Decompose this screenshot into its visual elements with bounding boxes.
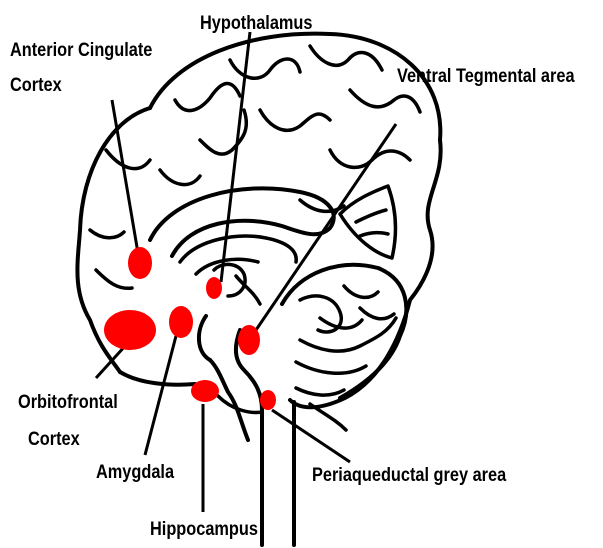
region-hypothalamus xyxy=(206,277,222,299)
label-anterior-cingulate-line2: Cortex xyxy=(10,74,62,95)
label-periaqueductal-grey: Periaqueductal grey area xyxy=(312,464,506,485)
region-amygdala xyxy=(169,306,193,338)
leader-pag xyxy=(272,410,350,462)
label-hypothalamus: Hypothalamus xyxy=(200,12,313,33)
region-orbitofrontal xyxy=(104,310,156,350)
label-anterior-cingulate-line1: Anterior Cingulate xyxy=(10,39,153,60)
region-periaqueductal-grey xyxy=(260,390,276,410)
corpus-callosum xyxy=(150,188,334,274)
leader-amygdala xyxy=(145,336,176,455)
label-orbitofrontal-line1: Orbitofrontal xyxy=(18,391,118,412)
region-hippocampus xyxy=(191,380,219,402)
label-amygdala: Amygdala xyxy=(96,461,174,482)
region-anterior-cingulate xyxy=(128,247,152,279)
region-vta xyxy=(238,325,260,355)
label-orbitofrontal-line2: Cortex xyxy=(28,428,80,449)
label-hippocampus: Hippocampus xyxy=(150,518,258,539)
label-ventral-tegmental-area: Ventral Tegmental area xyxy=(397,65,575,86)
